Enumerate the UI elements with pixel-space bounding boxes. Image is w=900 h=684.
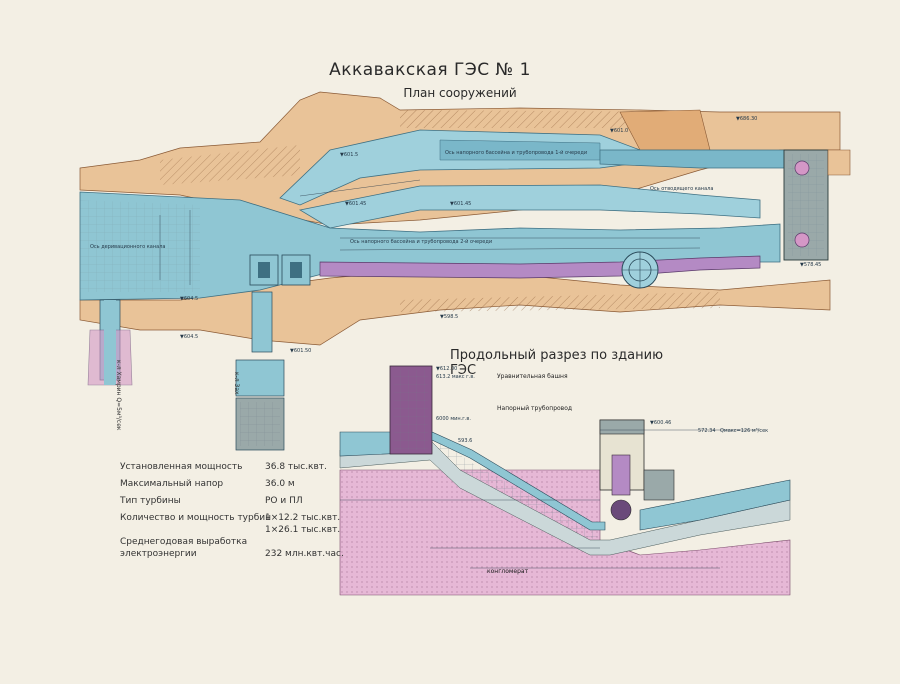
tailwater (639, 479, 791, 531)
sec-elev-4: 572.34 (698, 428, 716, 434)
plan-dimensions (159, 179, 701, 285)
elev-7: ▼598.5 (440, 314, 458, 320)
elev-9: ▼578.45 (800, 262, 821, 268)
spec-row: Количество и мощность турбин 1×12.2 тыс.… (120, 513, 400, 525)
elev-1: ▼601.0 (610, 128, 628, 134)
plan-labels: Ось деривационного канала Ось напорного … (90, 116, 821, 354)
zah-canal-label: к-л Зах (233, 372, 240, 395)
spec-row: 1×26.1 тыс.квт. (120, 525, 400, 537)
penstock-1-route (599, 149, 791, 169)
spec-row: Среднегодовая выработка (120, 537, 400, 549)
penstock-section (431, 431, 606, 531)
spec-value: РО и ПЛ (265, 496, 303, 506)
page-title: Аккавакская ГЭС № 1 (329, 60, 531, 80)
sec-elev-1: ▼612.00 (436, 366, 457, 372)
flow-label: Qмакс=126 м³/сек (720, 428, 768, 434)
spec-row: Тип турбины РО и ПЛ (120, 496, 400, 513)
pressure-basin-2 (298, 184, 761, 229)
khamrin-label: к-л Хамрин Q=5м³/сек (115, 360, 122, 431)
tailrace-axis-label: Ось отводящего канала (650, 186, 713, 192)
sec-elev-6: 593.6 (458, 438, 472, 444)
sec-elev-2: 613.2 макс г.в. (436, 374, 475, 380)
spec-label: Максимальный напор (120, 479, 224, 489)
longitudinal-section: Уравнительная башня Напорный трубопровод… (339, 365, 791, 596)
spec-label: Тип турбины (120, 496, 181, 506)
elev-5: ▼604.5 (180, 296, 198, 302)
spec-label: Среднегодовая выработка (120, 537, 248, 547)
elev-4: ▼601.45 (450, 201, 471, 207)
specs-table: Установленная мощность 36.8 тыс.квт. Мак… (120, 462, 400, 566)
spec-label: электроэнергии (120, 549, 197, 559)
spec-row: электроэнергии 232 млн.квт.час. (120, 549, 400, 566)
spec-value: 1×12.2 тыс.квт. (265, 513, 341, 523)
spec-label: Количество и мощность турбин (120, 513, 272, 523)
elev-6: ▼601.50 (290, 348, 311, 354)
elev-10: ▼604.5 (180, 334, 198, 340)
sec-elev-3: ▼600.46 (650, 420, 671, 426)
spec-row: Максимальный напор 36.0 м (120, 479, 400, 496)
spillway-channel (251, 291, 273, 353)
elev-2: ▼601.5 (340, 152, 358, 158)
spec-label: Установленная мощность (120, 462, 243, 472)
basin2-axis-label: Ось напорного бассейна и трубопровода 2-… (350, 238, 492, 245)
penstock-label: Напорный трубопровод (497, 405, 572, 412)
section-title: Продольный разрез по зданию ГЭС (450, 348, 664, 378)
canal-axis-label: Ось деривационного канала (90, 244, 165, 250)
spec-row: Установленная мощность 36.8 тыс.квт. (120, 462, 400, 479)
plan-subtitle: План сооружений (403, 86, 517, 100)
sec-elev-5: 6000 мин.г.в. (436, 416, 471, 422)
surge-tower-label: Уравнительная башня (497, 373, 568, 380)
basin1-axis-label: Ось напорного бассейна и трубопровода 1-… (445, 149, 587, 156)
spec-value: 36.8 тыс.квт. (265, 462, 327, 472)
spec-value: 232 млн.квт.час. (265, 549, 344, 559)
conglomerate-label: конгломерат (487, 568, 529, 575)
elev-8: ▼686.30 (736, 116, 757, 122)
spec-value: 1×26.1 тыс.квт. (265, 525, 341, 535)
elev-3: ▼601.45 (345, 201, 366, 207)
plan-view: Ось деривационного канала Ось напорного … (79, 91, 851, 451)
spec-value: 36.0 м (265, 479, 295, 489)
